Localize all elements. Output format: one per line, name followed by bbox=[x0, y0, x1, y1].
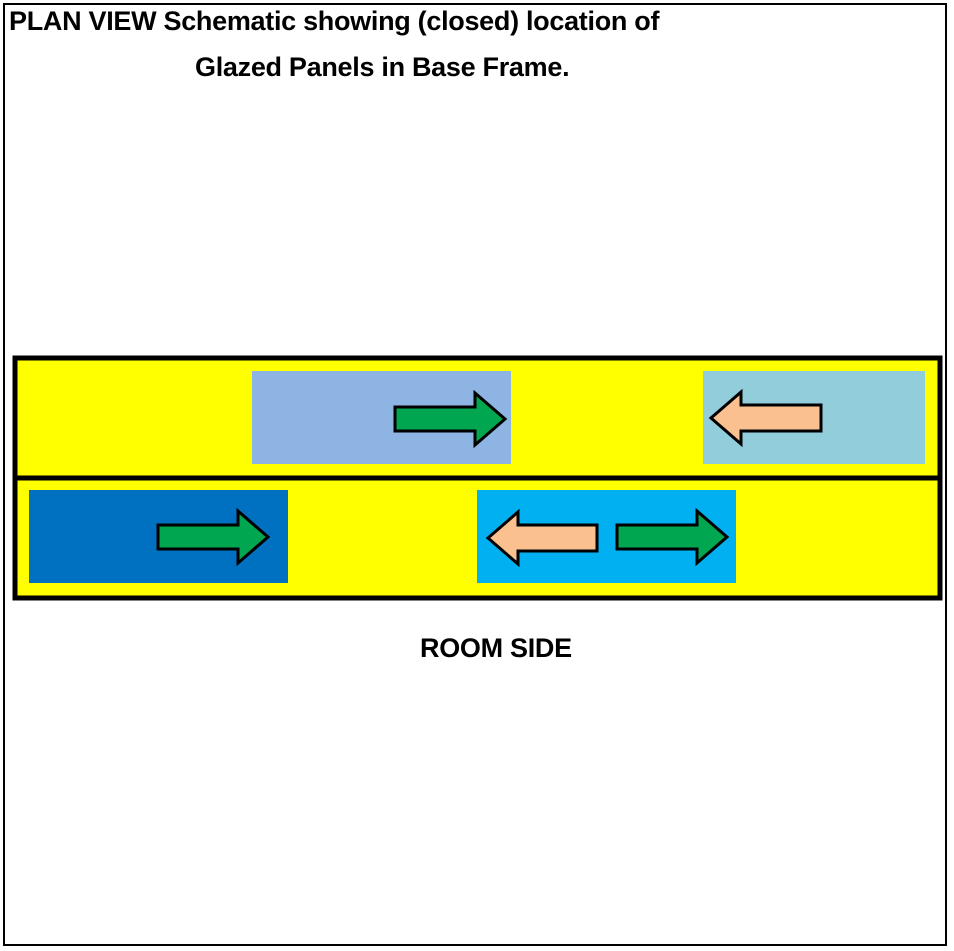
arrow-right-icon bbox=[156, 507, 271, 567]
diagram-title-line-2: Glazed Panels in Base Frame. bbox=[195, 52, 570, 82]
arrow-right-icon bbox=[615, 507, 730, 567]
arrow-left-icon bbox=[485, 508, 599, 568]
arrow-left-icon bbox=[708, 388, 823, 448]
arrow-right-icon bbox=[393, 389, 508, 449]
room-side-label: ROOM SIDE bbox=[420, 633, 572, 663]
diagram-title-line-1: PLAN VIEW Schematic showing (closed) loc… bbox=[9, 6, 660, 36]
